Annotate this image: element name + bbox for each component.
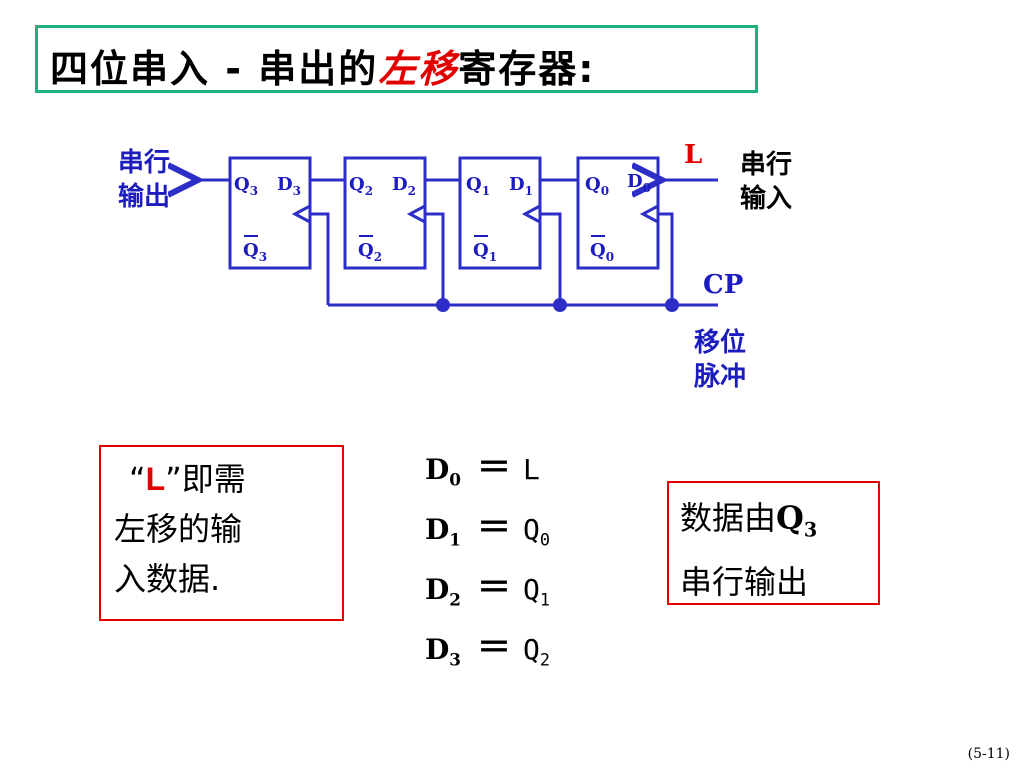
- junction-dot-2: [553, 298, 567, 312]
- equation-d2: D2 ＝ Q1: [425, 560, 550, 610]
- clock-wire-ff0: [658, 212, 674, 305]
- eq1-rhs: Q: [523, 513, 540, 546]
- eq2-lhs: D: [425, 573, 450, 606]
- right-note-text: 数据由Q3 串行输出: [680, 492, 817, 608]
- left-note-text: “L”即需 左移的输 入数据.: [114, 454, 246, 604]
- clock-wire-ff1: [540, 212, 562, 305]
- eq1-rhs-sub: 0: [539, 529, 550, 550]
- title-box: 四位串入 - 串出的左移寄存器:: [35, 25, 758, 93]
- eq1-op: ＝: [477, 508, 511, 548]
- ff0-qbar-label: Q0: [590, 240, 614, 264]
- title-prefix: 四位串入 - 串出的: [50, 47, 379, 91]
- right-note-line1-text: 数据由: [680, 499, 777, 537]
- left-note-quote-open: “: [129, 460, 146, 498]
- eq0-op: ＝: [477, 448, 511, 488]
- left-note-box: [99, 445, 344, 621]
- ff3-clock-mark: [291, 204, 311, 224]
- ff2-qbar-label: Q2: [358, 240, 382, 264]
- ff2-d-label: D2: [392, 174, 416, 198]
- input-L-label: L: [684, 140, 703, 170]
- title-highlight: 左移: [378, 47, 459, 91]
- eq2-rhs: Q: [523, 573, 540, 606]
- page-title: 四位串入 - 串出的左移寄存器:: [50, 38, 595, 93]
- ff0-d-label: D0: [627, 171, 651, 195]
- clock-wire-ff2: [425, 212, 445, 305]
- ff3-qbar-label: Q3: [243, 240, 267, 264]
- ff2-q-label: Q2: [349, 174, 373, 198]
- ff1-q-label: Q1: [466, 174, 490, 198]
- equation-d0: D0 ＝ L: [425, 440, 540, 490]
- shift-pulse-label: 移位 脉冲: [694, 328, 747, 392]
- clock-wire-ff3: [310, 212, 330, 305]
- right-note-line1: 数据由Q3: [680, 492, 817, 556]
- left-note-line3: 入数据.: [114, 560, 221, 598]
- left-note-line2: 左移的输: [114, 510, 243, 548]
- right-note-line2: 串行输出: [680, 563, 809, 602]
- right-note-box: [667, 481, 880, 605]
- junction-dot-3: [665, 298, 679, 312]
- right-note-q-sub: 3: [803, 518, 818, 542]
- ff1-d-label: D1: [509, 174, 533, 198]
- left-note-line1-rest: 即需: [181, 460, 246, 498]
- eq3-lhs-sub: 3: [449, 649, 461, 670]
- junction-dot-1: [436, 298, 450, 312]
- eq3-rhs-sub: 2: [539, 649, 550, 670]
- ff3-d-label: D3: [277, 174, 301, 198]
- serial-output-label: 串行 输出: [118, 148, 171, 212]
- eq3-rhs: Q: [523, 633, 540, 666]
- ff1-qbar-label: Q1: [473, 240, 497, 264]
- eq2-lhs-sub: 2: [449, 589, 461, 610]
- eq0-rhs: L: [523, 453, 540, 486]
- equation-d3: D3 ＝ Q2: [425, 620, 550, 670]
- left-note-line1: “L”即需: [114, 454, 246, 504]
- eq0-lhs-sub: 0: [449, 469, 461, 490]
- eq3-lhs: D: [425, 633, 450, 666]
- cp-label: CP: [703, 270, 744, 300]
- left-note-L: L: [145, 461, 166, 497]
- ff2-clock-mark: [406, 204, 426, 224]
- page-number: (5-11): [967, 746, 1010, 762]
- right-note-q: Q: [776, 499, 804, 537]
- equation-d1: D1 ＝ Q0: [425, 500, 550, 550]
- ff1-clock-mark: [521, 204, 541, 224]
- serial-input-label: 串行 输入: [740, 150, 793, 214]
- eq2-op: ＝: [477, 568, 511, 608]
- left-note-quote-close: ”: [165, 460, 182, 498]
- eq1-lhs: D: [425, 513, 450, 546]
- eq0-lhs: D: [425, 453, 450, 486]
- eq2-rhs-sub: 1: [539, 589, 550, 610]
- eq3-op: ＝: [477, 628, 511, 668]
- title-suffix: 寄存器:: [458, 47, 596, 91]
- ff3-q-label: Q3: [234, 174, 258, 198]
- ff0-clock-mark: [639, 204, 659, 224]
- eq1-lhs-sub: 1: [449, 529, 461, 550]
- ff0-q-label: Q0: [585, 174, 609, 198]
